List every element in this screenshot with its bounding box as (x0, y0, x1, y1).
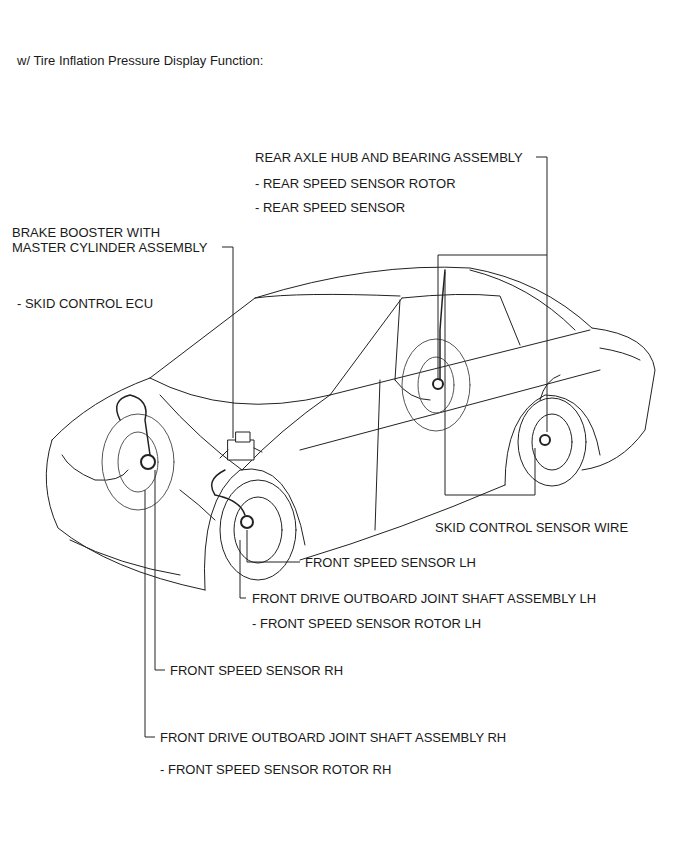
part-label: BRAKE BOOSTER WITH MASTER CYLINDER ASSEM… (12, 225, 210, 255)
page-title: w/ Tire Inflation Pressure Display Funct… (17, 53, 263, 68)
part-label: - REAR SPEED SENSOR (255, 200, 405, 215)
part-label: FRONT DRIVE OUTBOARD JOINT SHAFT ASSEMBL… (252, 591, 596, 606)
part-label: FRONT DRIVE OUTBOARD JOINT SHAFT ASSEMBL… (160, 730, 506, 745)
part-label: FRONT SPEED SENSOR LH (305, 555, 476, 570)
part-label: REAR AXLE HUB AND BEARING ASSEMBLY (255, 150, 523, 165)
part-label: SKID CONTROL SENSOR WIRE (435, 520, 628, 535)
part-label: - REAR SPEED SENSOR ROTOR (255, 176, 456, 191)
part-label: - SKID CONTROL ECU (17, 296, 153, 311)
part-label: - FRONT SPEED SENSOR ROTOR LH (252, 616, 481, 631)
part-label: - FRONT SPEED SENSOR ROTOR RH (160, 762, 391, 777)
part-label: FRONT SPEED SENSOR RH (170, 663, 343, 678)
